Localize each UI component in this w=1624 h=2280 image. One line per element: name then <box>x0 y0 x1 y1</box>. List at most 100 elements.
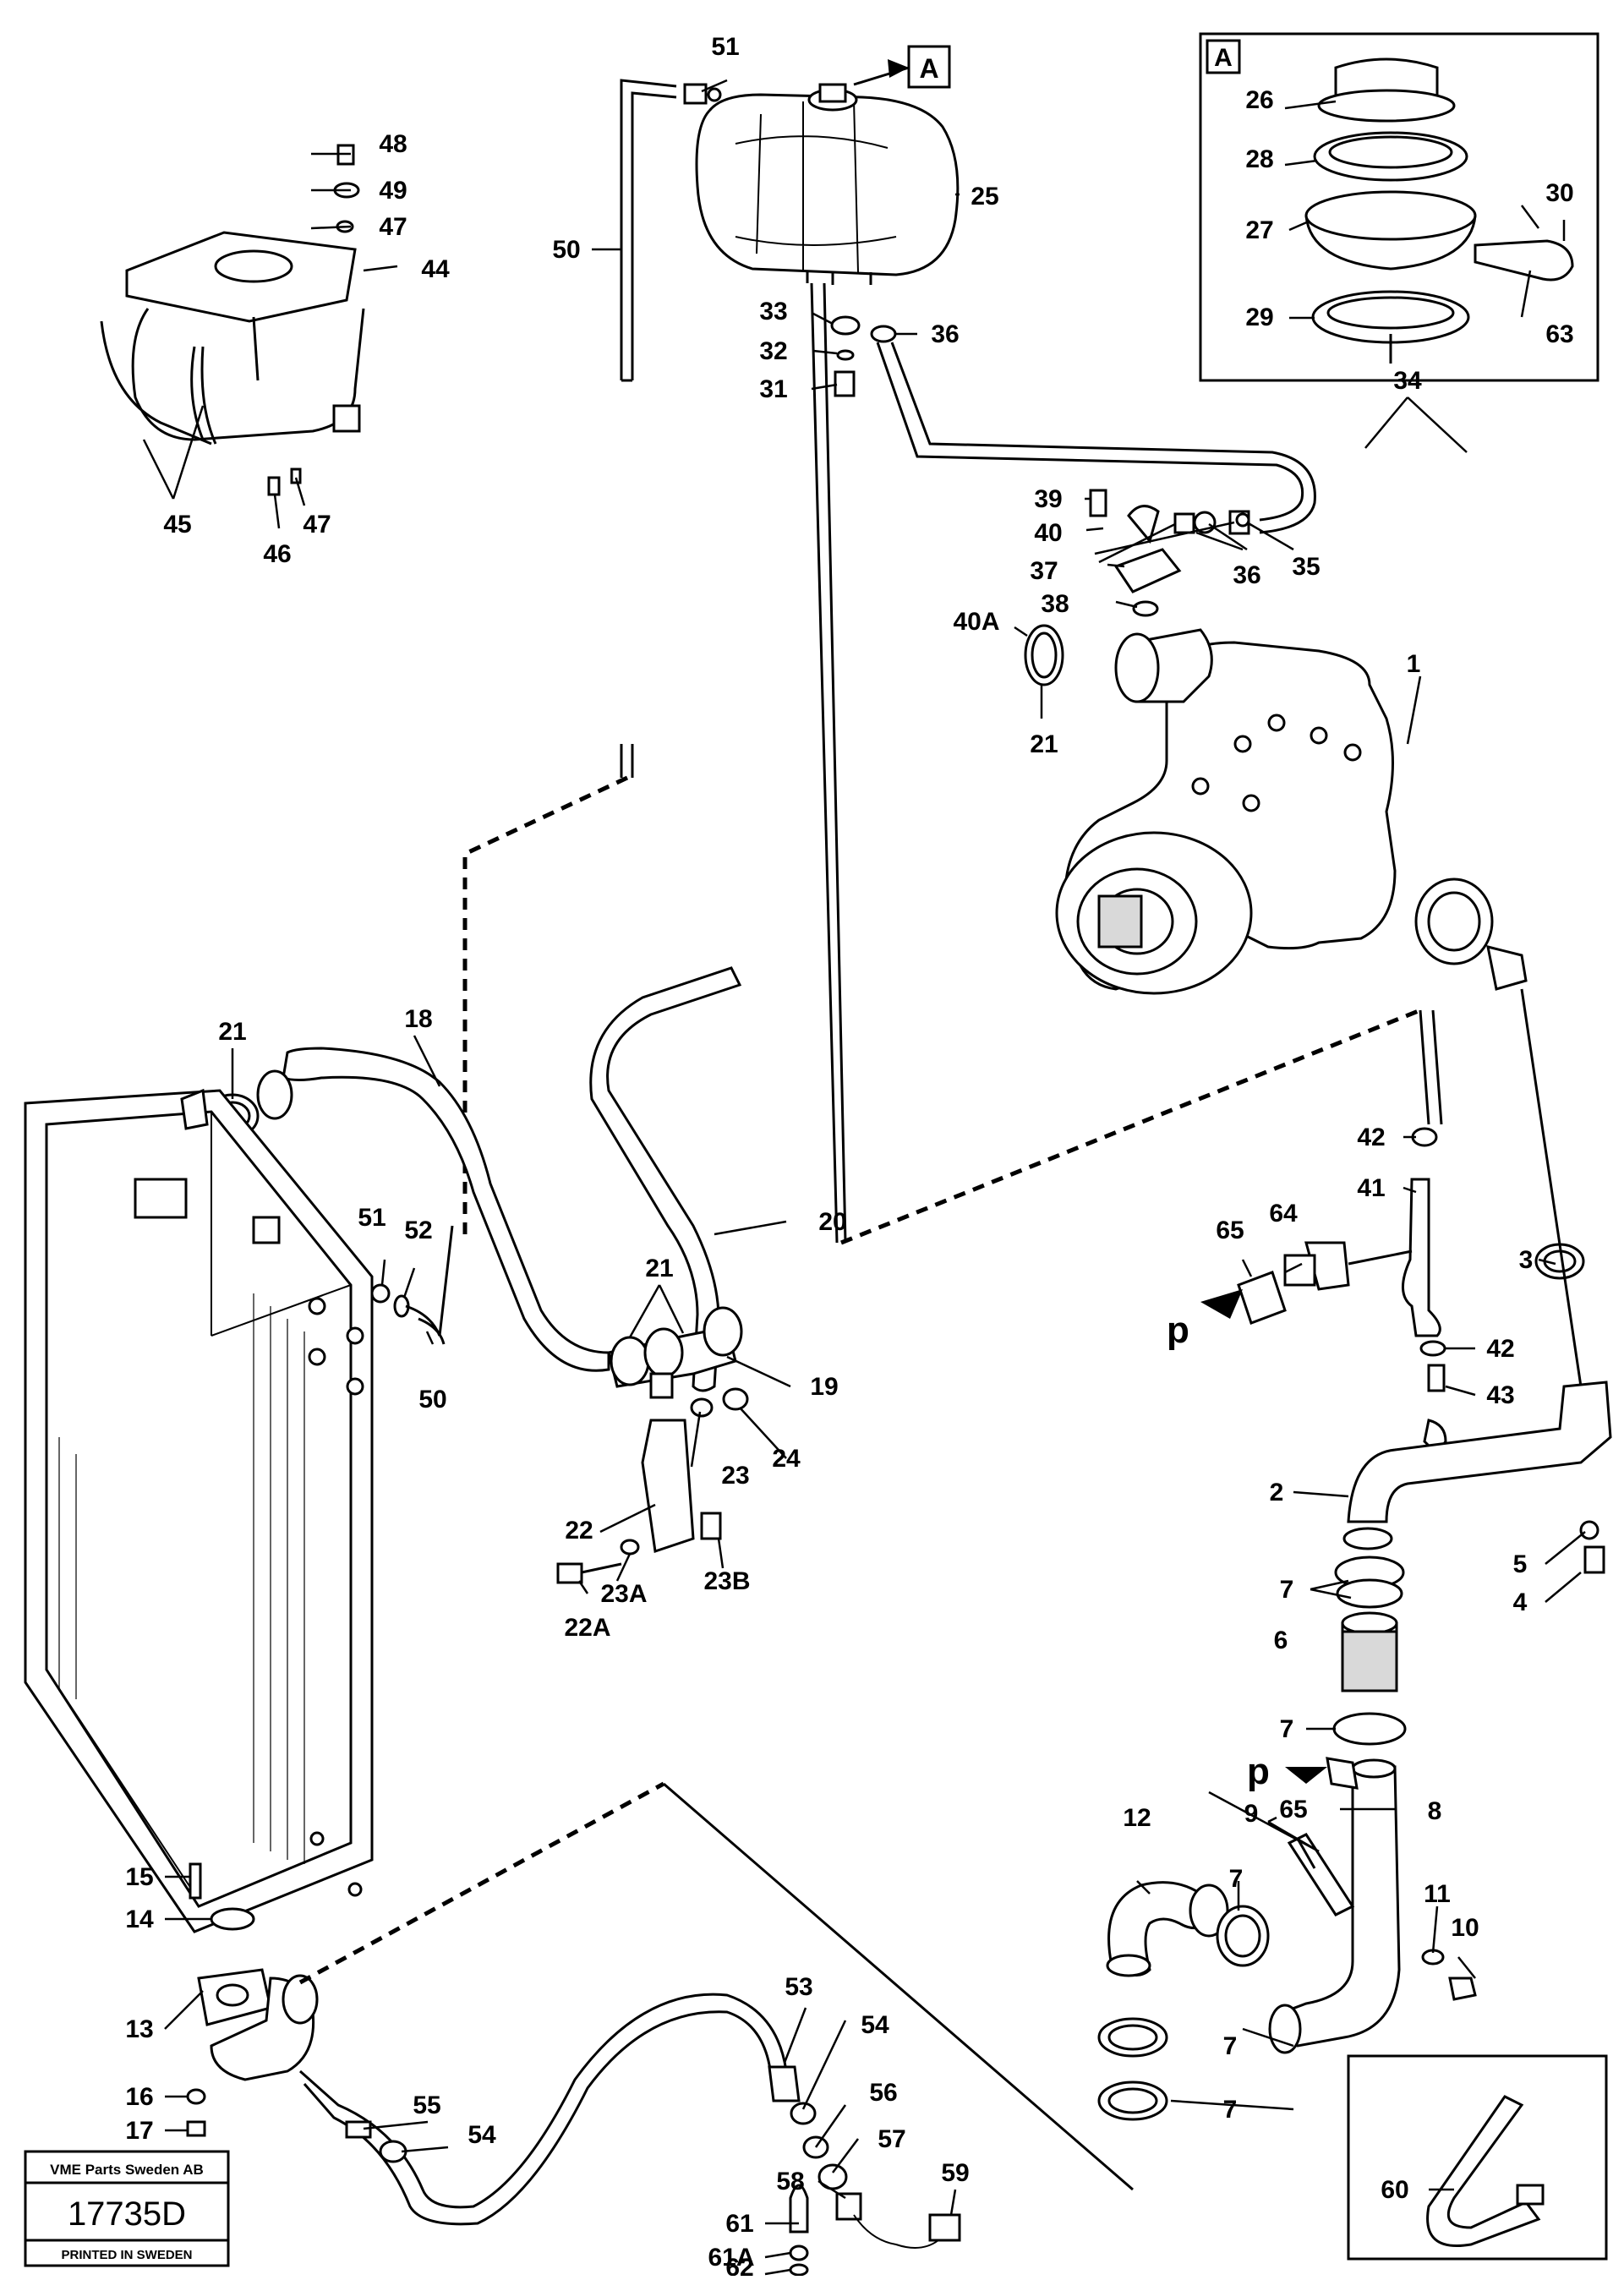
pressure-mark-upper: p <box>1167 1309 1189 1351</box>
dash-line-50 <box>462 775 629 1243</box>
callout-63: 63 <box>1545 320 1573 348</box>
callout-labels: 1 2 3 4 5 6 7 7 7 7 7 8 9 10 11 12 13 14… <box>125 33 1573 2280</box>
tank-fittings <box>830 315 897 397</box>
callout-10: 10 <box>1451 1914 1479 1942</box>
callout-3: 3 <box>1519 1246 1534 1274</box>
drain-hose-assembly <box>299 1993 961 2277</box>
callout-34: 34 <box>1393 367 1422 395</box>
pressure-mark-lower: p <box>1247 1751 1270 1792</box>
callout-27: 27 <box>1245 216 1273 244</box>
clamp-21-engine <box>1024 624 1064 686</box>
stamp-printed: PRINTED IN SWEDEN <box>61 2248 192 2262</box>
hose-34 <box>876 342 1316 534</box>
callout-24: 24 <box>772 1445 801 1473</box>
callout-45: 45 <box>163 511 191 539</box>
callout-61: 61 <box>725 2210 753 2238</box>
callout-48: 48 <box>379 130 407 158</box>
callout-50b: 50 <box>418 1386 446 1413</box>
leader-31-line <box>810 282 847 1244</box>
callout-38: 38 <box>1041 590 1069 618</box>
callout-21a: 21 <box>645 1255 673 1282</box>
callout-31: 31 <box>759 375 787 403</box>
callout-15: 15 <box>125 1863 153 1891</box>
detail-box-a: A <box>1199 32 1599 382</box>
callout-52: 52 <box>404 1217 432 1244</box>
callout-14: 14 <box>125 1905 154 1933</box>
tank-fitting-51 <box>683 83 722 105</box>
hose-50-upper <box>620 79 677 778</box>
callout-29: 29 <box>1245 303 1273 331</box>
callout-17: 17 <box>125 2117 153 2145</box>
hose-20 <box>589 966 742 1392</box>
callout-49: 49 <box>379 177 407 205</box>
callout-46: 46 <box>263 540 291 568</box>
hose-18 <box>282 1047 610 1372</box>
callout-41: 41 <box>1357 1174 1385 1202</box>
callout-35: 35 <box>1292 553 1320 581</box>
callout-23B: 23B <box>703 1567 750 1595</box>
box-a-label: A <box>1214 44 1233 72</box>
callout-57: 57 <box>878 2125 905 2153</box>
callout-36a: 36 <box>931 320 959 348</box>
callout-22A: 22A <box>564 1614 610 1642</box>
callout-leaders <box>142 79 1586 2276</box>
tee-fitting-64: p <box>1167 1241 1413 1351</box>
callout-55: 55 <box>413 2091 440 2119</box>
stamp-number: 17735D <box>68 2195 186 2233</box>
callout-32: 32 <box>759 337 787 365</box>
callout-8: 8 <box>1428 1797 1442 1825</box>
engine-water-pump <box>1055 628 1528 995</box>
callout-56: 56 <box>869 2079 897 2107</box>
callout-36b: 36 <box>1233 561 1260 589</box>
hose-41-assembly <box>1402 1127 1447 1457</box>
callout-61A: 61A <box>708 2244 754 2272</box>
callout-58: 58 <box>776 2168 804 2195</box>
callout-18: 18 <box>404 1005 432 1033</box>
callout-51a: 51 <box>711 33 739 61</box>
callout-60: 60 <box>1381 2176 1408 2204</box>
callout-47b: 47 <box>303 511 331 539</box>
callout-7b: 7 <box>1280 1715 1294 1743</box>
callout-53: 53 <box>785 1973 812 2001</box>
pipe-8: p <box>1247 1751 1401 2054</box>
callout-54a: 54 <box>861 2011 889 2039</box>
stamp-company: VME Parts Sweden AB <box>50 2162 204 2178</box>
callout-47a: 47 <box>379 213 407 241</box>
detail-box-60 <box>1347 2054 1608 2261</box>
callout-19: 19 <box>810 1373 838 1401</box>
expansion-tank <box>695 83 960 285</box>
drain-leader-line <box>663 1782 1134 2191</box>
callout-37: 37 <box>1030 557 1058 585</box>
callout-7c: 7 <box>1229 1865 1244 1893</box>
callout-33: 33 <box>759 298 787 325</box>
callout-62: 62 <box>725 2254 753 2276</box>
fasteners-10-11 <box>1421 1949 1477 2001</box>
elbow-hose-12 <box>1097 1881 1270 2121</box>
radiator <box>24 1088 374 1933</box>
callout-16: 16 <box>125 2083 153 2111</box>
callout-40: 40 <box>1034 519 1062 547</box>
callout-13: 13 <box>125 2015 153 2043</box>
callout-23A: 23A <box>600 1580 647 1608</box>
callout-43: 43 <box>1486 1381 1514 1409</box>
callout-54b: 54 <box>468 2121 496 2149</box>
tank-detail-ref-a: A <box>853 45 951 89</box>
callout-11: 11 <box>1424 1880 1451 1908</box>
callout-7a: 7 <box>1280 1576 1294 1604</box>
callout-40A: 40A <box>953 608 999 636</box>
callout-26: 26 <box>1245 86 1273 114</box>
callout-50a: 50 <box>552 236 580 264</box>
connector-19 <box>607 1306 743 1399</box>
bolt-9 <box>1287 1833 1355 1916</box>
drain-elbow <box>186 1862 319 2137</box>
hose-50-lower <box>370 1225 454 1345</box>
callout-51b: 51 <box>358 1204 385 1232</box>
bracket-22 <box>556 1387 749 1584</box>
callout-25: 25 <box>971 183 998 211</box>
callout-30: 30 <box>1545 179 1573 207</box>
callout-64: 64 <box>1269 1200 1298 1227</box>
callout-7e: 7 <box>1223 2096 1238 2124</box>
pipe-2 <box>1342 1381 1612 1574</box>
callout-23: 23 <box>721 1462 749 1490</box>
